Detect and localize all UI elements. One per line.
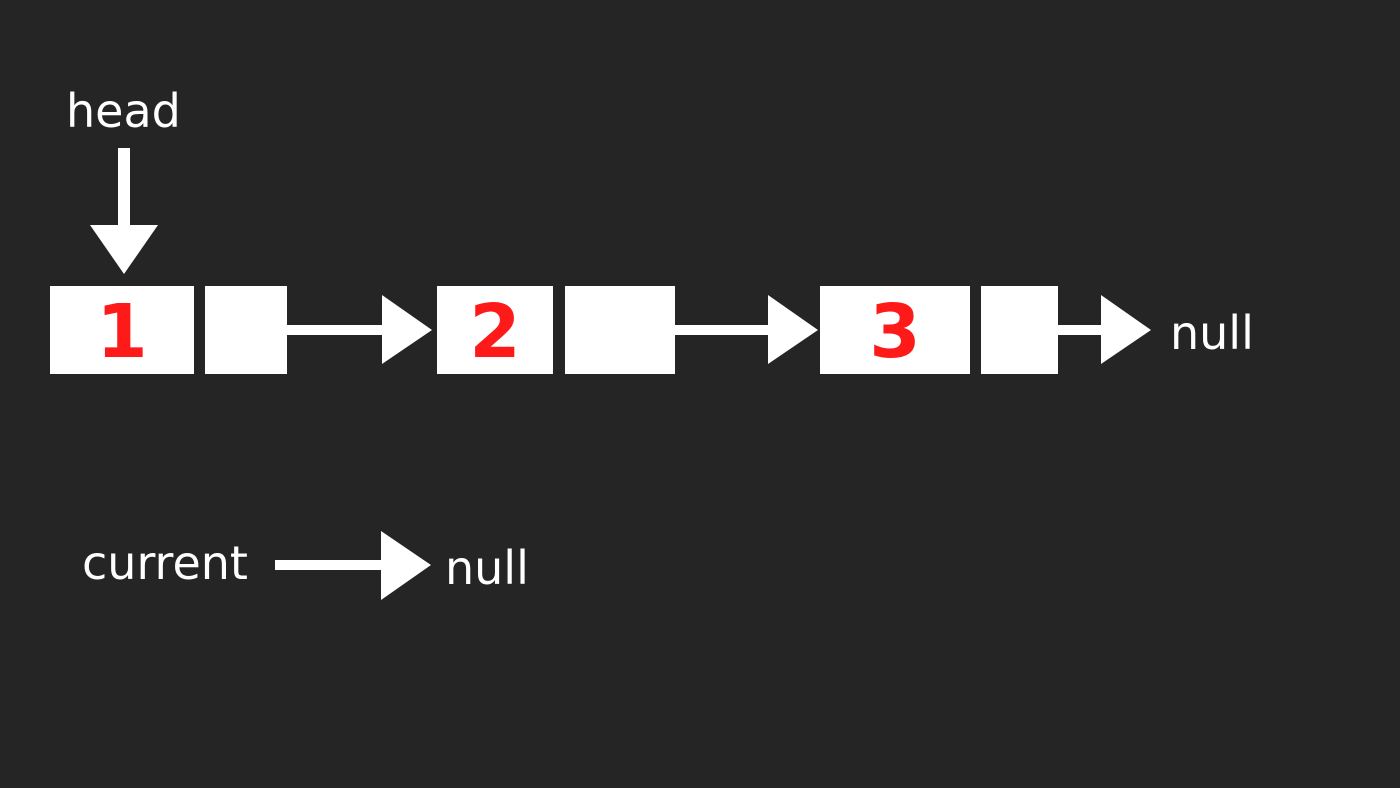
node-2-value-box: 2: [437, 286, 553, 374]
node-3-value: 3: [869, 289, 921, 375]
node-3-value-box: 3: [820, 286, 970, 374]
next-arrow-3: [1057, 295, 1151, 364]
current-label: current: [82, 536, 248, 590]
tail-null-label: null: [1170, 306, 1254, 360]
current-null-label: null: [445, 541, 529, 595]
next-arrow-1: [286, 295, 432, 364]
node-2-next-box: [565, 286, 675, 374]
head-label: head: [66, 84, 181, 138]
current-pointer-arrow: [275, 531, 431, 600]
node-2-value: 2: [469, 289, 521, 375]
node-1-value-box: 1: [50, 286, 194, 374]
node-1-next-box: [205, 286, 287, 374]
node-3-next-box: [981, 286, 1058, 374]
head-pointer-arrow: [90, 148, 158, 274]
next-arrow-2: [674, 295, 818, 364]
node-1-value: 1: [96, 289, 148, 375]
